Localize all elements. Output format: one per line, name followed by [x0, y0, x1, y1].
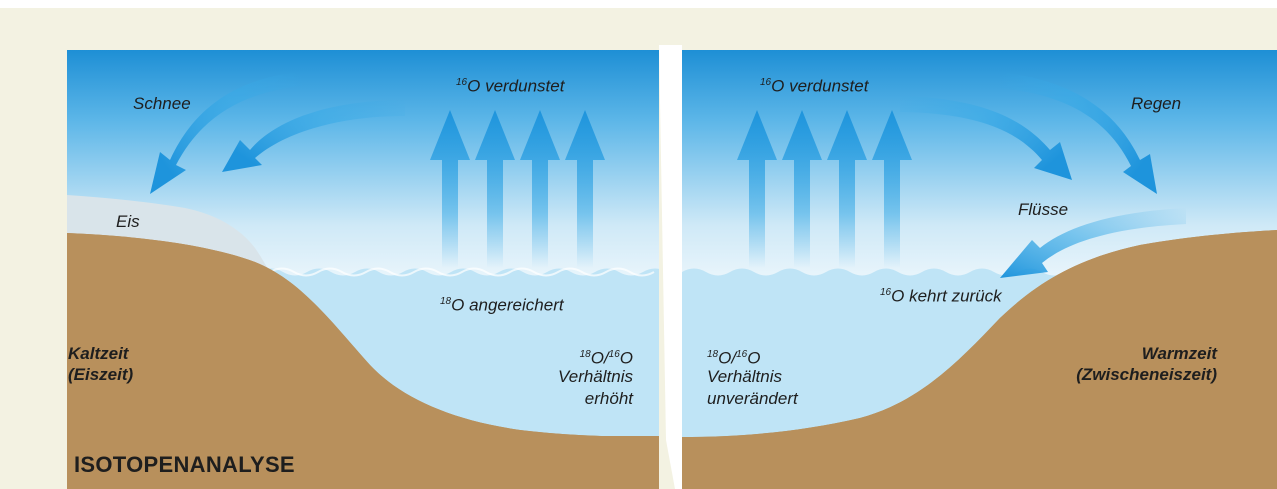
right-ratio-iso1: 18 — [707, 349, 719, 360]
rain-arrow-outer — [1000, 72, 1157, 194]
right-evap-arrows — [737, 110, 912, 268]
evap-arrow-l2 — [475, 110, 515, 268]
left-land-cover — [67, 440, 659, 489]
ice-label: Eis — [116, 212, 140, 231]
right-evap-text: O verdunstet — [771, 76, 869, 96]
left-evap-label: 16O verdunstet — [456, 72, 564, 98]
evap-arrow-l3 — [520, 110, 560, 268]
left-ratio-end: O — [619, 348, 633, 368]
left-era-line2: (Eiszeit) — [68, 365, 134, 384]
return-label: 16O kehrt zurück — [880, 282, 1002, 308]
right-ratio-mid: O/ — [718, 348, 737, 368]
snow-arrow-outer — [150, 72, 302, 194]
snow-arrow-inner — [222, 100, 405, 172]
evap-arrow-l1 — [430, 110, 470, 268]
right-evap-isotope: 16 — [760, 77, 772, 88]
left-wave-line — [269, 267, 655, 277]
evap-arrow-r1 — [737, 110, 777, 268]
right-ratio-line2: Verhältnis — [707, 367, 782, 386]
river-arrow — [1000, 208, 1186, 278]
evap-arrow-r3 — [827, 110, 867, 268]
return-text: O kehrt zurück — [891, 286, 1002, 306]
left-ratio-line2: Verhältnis — [558, 367, 633, 386]
right-evap-label: 16O verdunstet — [760, 72, 868, 98]
right-land-bottom — [682, 230, 1277, 489]
evap-arrow-l4 — [565, 110, 605, 268]
snow-label: Schnee — [133, 94, 191, 113]
right-ratio-end: O — [747, 348, 761, 368]
rain-arrow-inner — [900, 96, 1072, 180]
right-era-line2: (Zwischeneiszeit) — [1076, 365, 1217, 384]
rain-label: Regen — [1131, 94, 1182, 113]
evap-arrow-r4 — [872, 110, 912, 268]
left-ratio-line1: 18O/16O — [580, 344, 633, 370]
right-ratio-line1: 18O/16O — [707, 344, 760, 370]
enriched-label: 18O angereichert — [440, 291, 564, 317]
left-era-line1: Kaltzeit — [68, 344, 129, 363]
enriched-isotope: 18 — [440, 296, 452, 307]
rivers-label: Flüsse — [1018, 200, 1069, 219]
left-ratio-line3: erhöht — [584, 389, 633, 408]
enriched-text: O angereichert — [451, 295, 564, 315]
right-ratio-line3: unverändert — [707, 389, 798, 408]
left-land-bottom — [67, 233, 659, 489]
left-evap-isotope: 16 — [456, 77, 468, 88]
diagram-title: ISOTOPENANALYSE — [74, 452, 295, 477]
right-ratio-iso2: 16 — [736, 349, 748, 360]
left-ratio-iso1: 18 — [579, 349, 591, 360]
return-isotope: 16 — [880, 287, 892, 298]
evap-arrow-r2 — [782, 110, 822, 268]
left-evap-arrows — [430, 110, 605, 268]
left-evap-text: O verdunstet — [467, 76, 565, 96]
right-era-line1: Warmzeit — [1141, 344, 1217, 363]
panel-gap — [659, 45, 682, 489]
left-ratio-mid: O/ — [590, 348, 609, 368]
left-ratio-iso2: 16 — [608, 349, 620, 360]
